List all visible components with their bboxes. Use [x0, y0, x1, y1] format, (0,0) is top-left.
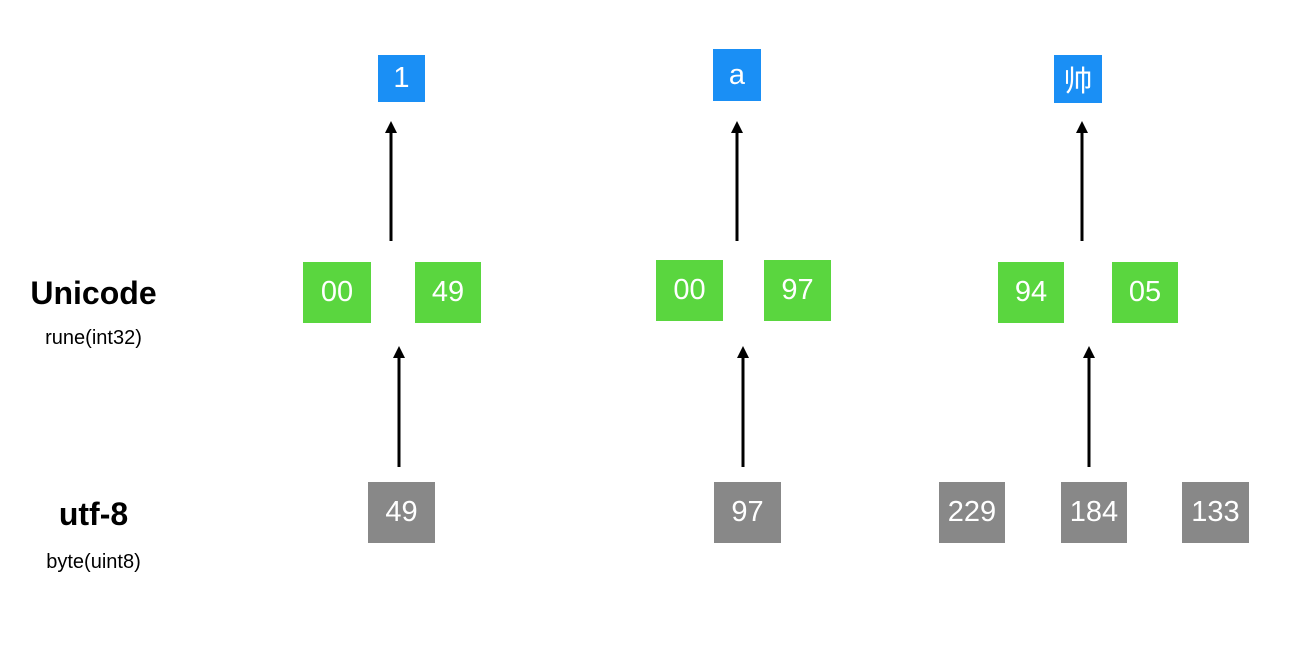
- code-unit-box-a-high: 00: [656, 260, 723, 321]
- code-unit-box-1-high: 00: [303, 262, 371, 323]
- byte-box-shuai-2: 133: [1182, 482, 1249, 543]
- byte-box-1-0: 49: [368, 482, 435, 543]
- byte-box-shuai-1: 184: [1061, 482, 1127, 543]
- utf8-row-subtitle: byte(uint8): [46, 551, 141, 573]
- code-unit-box-a-low: 97: [764, 260, 831, 321]
- code-unit-box-1-low: 49: [415, 262, 481, 323]
- char-box-a: a: [713, 49, 761, 101]
- byte-box-shuai-0: 229: [939, 482, 1005, 543]
- char-box-shuai: 帅: [1054, 55, 1102, 103]
- code-unit-box-shuai-low: 05: [1112, 262, 1178, 323]
- code-unit-box-shuai-high: 94: [998, 262, 1064, 323]
- utf8-row-title: utf-8: [58, 496, 129, 532]
- char-box-1: 1: [378, 55, 425, 102]
- unicode-row-subtitle: rune(int32): [45, 327, 142, 349]
- byte-box-a-0: 97: [714, 482, 781, 543]
- unicode-row-title: Unicode: [30, 275, 157, 311]
